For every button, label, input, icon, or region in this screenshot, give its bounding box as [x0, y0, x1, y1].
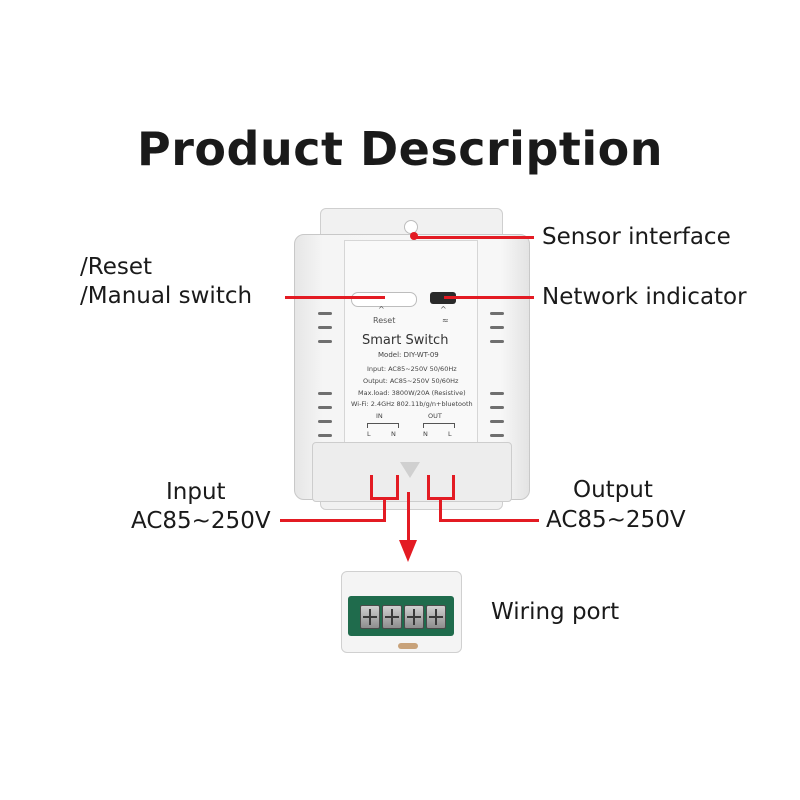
reset-arrow-icon: ^ — [378, 305, 385, 314]
down-arrow-shaft — [407, 492, 410, 542]
callout-input-voltage: AC85~250V — [131, 508, 271, 534]
spec-output: Output: AC85~250V 50/60Hz — [363, 377, 459, 385]
out-terminal-l: L — [448, 430, 452, 438]
in-bracket — [367, 423, 399, 428]
callout-output-title: Output — [573, 477, 653, 503]
callout-output-voltage: AC85~250V — [546, 507, 686, 533]
in-terminal-l: L — [367, 430, 371, 438]
spec-wifi: Wi-Fi: 2.4GHz 802.11b/g/n+bluetooth — [351, 400, 473, 408]
network-indicator-led — [430, 292, 456, 304]
terminal-screw-icon — [382, 605, 402, 629]
reset-button[interactable] — [351, 292, 417, 307]
down-arrow-icon — [399, 540, 417, 562]
callout-network-indicator: Network indicator — [542, 284, 747, 310]
in-terminal-n: N — [391, 430, 396, 438]
callout-sensor-interface: Sensor interface — [542, 224, 731, 250]
terminal-block — [348, 596, 454, 636]
device-front-panel — [344, 240, 478, 444]
spec-input: Input: AC85~250V 50/60Hz — [367, 365, 457, 373]
terminal-screw-icon — [404, 605, 424, 629]
terminal-screw-icon — [426, 605, 446, 629]
wifi-icon: ^ — [440, 305, 447, 314]
in-label: IN — [376, 412, 383, 420]
housing-tab — [398, 643, 418, 649]
spec-max-load: Max.load: 3800W/20A (Resistive) — [358, 389, 466, 397]
terminal-screw-icon — [360, 605, 380, 629]
reset-label: Reset — [373, 316, 396, 325]
callout-manual-switch: /Manual switch — [80, 283, 253, 309]
out-bracket — [423, 423, 455, 428]
out-terminal-n: N — [423, 430, 428, 438]
callout-reset: /Reset — [80, 254, 152, 280]
out-label: OUT — [428, 412, 442, 420]
wifi-symbol-icon: ≈ — [442, 316, 449, 325]
cover-arrow-icon — [400, 462, 420, 478]
device-model: Model: DIY-WT-09 — [378, 351, 439, 359]
callout-input-title: Input — [166, 479, 226, 505]
page-title: Product Description — [137, 122, 663, 176]
device-name: Smart Switch — [362, 333, 449, 348]
callout-wiring-port: Wiring port — [491, 599, 620, 625]
